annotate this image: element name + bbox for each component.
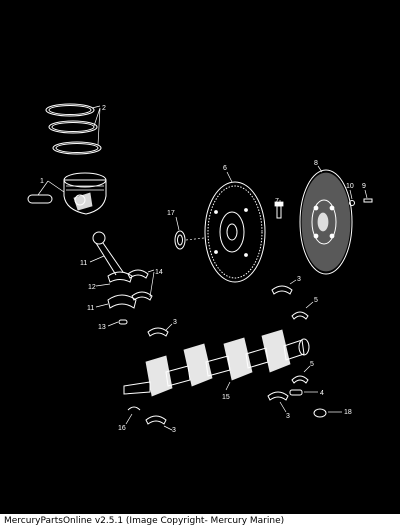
rear-seal	[174, 216, 205, 250]
piston-assembly	[27, 172, 107, 215]
main-bearing-right	[271, 279, 297, 295]
thrust-washer-upper	[291, 301, 314, 320]
callout-8: 8	[314, 160, 318, 167]
callout-9: 9	[362, 183, 366, 190]
callout-6: 6	[223, 165, 227, 172]
callout-14: 14	[155, 269, 163, 276]
rod-bearings	[127, 269, 155, 301]
rod-cap	[95, 294, 137, 309]
callout-3b: 3	[297, 276, 301, 283]
callout-12: 12	[88, 284, 96, 291]
callout-4: 4	[320, 390, 324, 397]
callout-10: 10	[346, 183, 354, 190]
diagram-svg: 2 1 11 12 14 11 13 3	[27, 103, 373, 434]
callout-18: 18	[344, 409, 352, 416]
bottom-bearing	[125, 406, 173, 431]
callout-13: 13	[98, 324, 106, 331]
flywheel-bolt	[274, 200, 284, 219]
callout-2: 2	[102, 105, 106, 112]
callout-11a: 11	[80, 260, 87, 267]
plug	[313, 408, 342, 418]
flywheel	[204, 171, 266, 283]
callout-11b: 11	[87, 305, 94, 312]
image-caption: MercuryPartsOnline v2.5.1 (Image Copyrig…	[0, 514, 400, 529]
callout-3d: 3	[172, 427, 176, 434]
pilot-parts	[349, 189, 373, 206]
callout-16: 16	[118, 425, 126, 432]
main-bearing-lower	[267, 391, 289, 413]
crankshaft	[123, 329, 310, 397]
callout-1: 1	[40, 178, 44, 185]
rod-bolt	[107, 319, 128, 327]
callout-3a: 3	[173, 319, 177, 326]
clutch-disc	[299, 165, 353, 275]
crank-key	[289, 389, 318, 396]
callout-5b: 5	[310, 361, 314, 368]
callout-5a: 5	[314, 297, 318, 304]
callout-3c: 3	[286, 413, 290, 420]
main-bearing-upper	[147, 323, 173, 337]
piston-rings	[45, 103, 102, 155]
callout-7: 7	[275, 198, 279, 205]
callout-17: 17	[167, 210, 175, 217]
connecting-rod	[89, 231, 133, 287]
thrust-washer-lower	[291, 365, 311, 384]
callout-15: 15	[222, 394, 230, 401]
